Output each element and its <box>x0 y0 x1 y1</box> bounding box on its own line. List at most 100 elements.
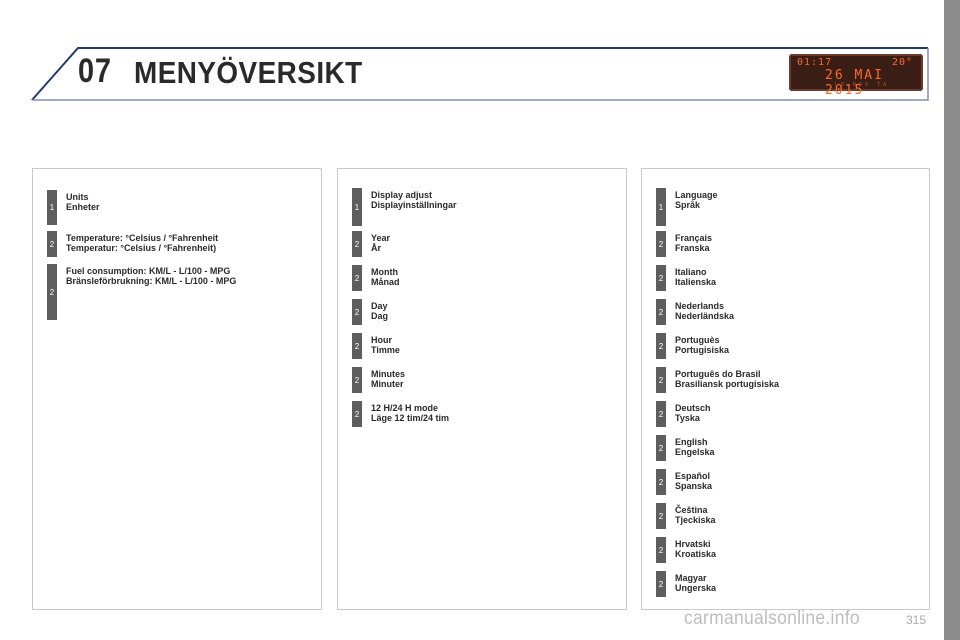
label-swedish: Brasiliansk portugisiska <box>675 379 780 389</box>
menu-entry-label: Language Språk <box>675 190 718 210</box>
label-swedish: Läge 12 tim/24 tim <box>371 413 450 423</box>
display-time: 01:17 <box>797 57 833 68</box>
chapter-number: 07 <box>78 52 112 90</box>
label-swedish: År <box>371 243 382 253</box>
label-english: Month <box>371 267 398 277</box>
menu-entry-label: Português do Brasil Brasiliansk portugis… <box>675 369 779 389</box>
label-swedish: Engelska <box>675 447 715 457</box>
label-native: Español <box>675 471 711 481</box>
label-native: Hrvatski <box>675 539 711 549</box>
label-swedish: Månad <box>371 277 400 287</box>
label-swedish: Tyska <box>675 413 700 423</box>
level-tag: 2 <box>352 265 362 291</box>
label-swedish: Minuter <box>371 379 404 389</box>
menu-entry-label: Month Månad <box>371 267 400 287</box>
label-swedish: Kroatiska <box>675 549 717 559</box>
menu-entry-label: Français Franska <box>675 233 712 253</box>
menu-entry-label: Year År <box>371 233 390 253</box>
label-swedish: Språk <box>675 200 701 210</box>
label-swedish: Italienska <box>675 277 717 287</box>
label-english: Day <box>371 301 388 311</box>
page-title: MENYÖVERSIKT <box>134 55 363 90</box>
label-swedish: Temperatur: °Celsius / °Fahrenheit) <box>66 243 217 253</box>
display-temperature: 20° <box>891 57 913 68</box>
level-tag: 1 <box>352 188 362 226</box>
level-tag: 2 <box>656 367 666 393</box>
label-swedish: Enheter <box>66 202 100 212</box>
menu-entry-label: Day Dag <box>371 301 388 321</box>
level-tag: 2 <box>656 537 666 563</box>
label-swedish: Portugisiska <box>675 345 730 355</box>
label-english: Units <box>66 192 89 202</box>
label-native: Magyar <box>675 573 707 583</box>
label-swedish: Dag <box>371 311 389 321</box>
label-native: Italiano <box>675 267 707 277</box>
label-english: 12 H/24 H mode <box>371 403 439 413</box>
menu-entry-label: Čeština Tjeckiska <box>675 505 716 525</box>
menu-column-language: 1 Language Språk 2 Français Franska 2 It… <box>641 168 930 610</box>
level-tag: 2 <box>656 435 666 461</box>
level-tag: 2 <box>352 401 362 427</box>
label-swedish: Ungerska <box>675 583 717 593</box>
level-tag: 2 <box>47 264 57 320</box>
page-number: 315 <box>906 613 927 627</box>
level-tag: 2 <box>656 333 666 359</box>
right-edge-bar <box>944 0 960 640</box>
label-english: Temperature: °Celsius / °Fahrenheit <box>66 233 219 243</box>
level-tag: 1 <box>47 190 57 225</box>
level-tag: 2 <box>352 299 362 325</box>
header-frame <box>31 47 929 101</box>
label-swedish: Spanska <box>675 481 713 491</box>
label-swedish: Bränsleförbrukning: KM/L - L/100 - MPG <box>66 276 237 286</box>
level-tag: 2 <box>352 333 362 359</box>
label-swedish: Franska <box>675 243 710 253</box>
menu-entry-label: Units Enheter <box>66 192 100 212</box>
label-native: Nederlands <box>675 301 725 311</box>
menu-entry-label: Deutsch Tyska <box>675 403 711 423</box>
menu-entry-label: Portuguès Portugisiska <box>675 335 729 355</box>
label-native: Deutsch <box>675 403 711 413</box>
menu-entry-label: Minutes Minuter <box>371 369 405 389</box>
level-tag: 2 <box>656 571 666 597</box>
menu-column-units: 1 Units Enheter 2 Temperature: °Celsius … <box>32 168 322 610</box>
level-tag: 2 <box>656 265 666 291</box>
menu-entry-label: Italiano Italienska <box>675 267 716 287</box>
menu-entry-label: Display adjust Displayinställningar <box>371 190 457 210</box>
display-date: 26 MAI 2015 <box>825 68 884 98</box>
label-english: Hour <box>371 335 392 345</box>
label-native: Portuguès <box>675 335 720 345</box>
label-swedish: Displayinställningar <box>371 200 457 210</box>
level-tag: 2 <box>656 299 666 325</box>
level-tag: 2 <box>352 367 362 393</box>
label-swedish: Timme <box>371 345 400 355</box>
level-tag: 2 <box>656 231 666 257</box>
level-tag: 2 <box>656 503 666 529</box>
label-english: Year <box>371 233 391 243</box>
menu-entry-label: Magyar Ungerska <box>675 573 716 593</box>
menu-entry-label: Español Spanska <box>675 471 712 491</box>
level-tag: 1 <box>656 188 666 226</box>
label-native: English <box>675 437 708 447</box>
watermark: carmanualsonline.info <box>684 608 860 629</box>
menu-entry-label: Nederlands Nederländska <box>675 301 734 321</box>
label-english: Fuel consumption: KM/L - L/100 - MPG <box>66 266 231 276</box>
label-native: Português do Brasil <box>675 369 761 379</box>
menu-entry-label: Temperature: °Celsius / °Fahrenheit Temp… <box>66 233 218 253</box>
menu-entry-label: Hour Timme <box>371 335 400 355</box>
menu-entry-label: English Engelska <box>675 437 715 457</box>
label-english: Language <box>675 190 718 200</box>
level-tag: 2 <box>47 231 57 257</box>
menu-entry-label: Hrvatski Kroatiska <box>675 539 716 559</box>
label-swedish: Tjeckiska <box>675 515 716 525</box>
display-indicators: LO RDS TA <box>835 82 890 88</box>
label-native: Čeština <box>675 505 708 515</box>
menu-entry-label: 12 H/24 H mode Läge 12 tim/24 tim <box>371 403 449 423</box>
label-english: Minutes <box>371 369 406 379</box>
level-tag: 2 <box>352 231 362 257</box>
level-tag: 2 <box>656 469 666 495</box>
level-tag: 2 <box>656 401 666 427</box>
label-native: Français <box>675 233 713 243</box>
label-english: Display adjust <box>371 190 433 200</box>
radio-display-panel: 01:17 20° 26 MAI 2015 LO RDS TA <box>789 54 923 98</box>
label-swedish: Nederländska <box>675 311 735 321</box>
